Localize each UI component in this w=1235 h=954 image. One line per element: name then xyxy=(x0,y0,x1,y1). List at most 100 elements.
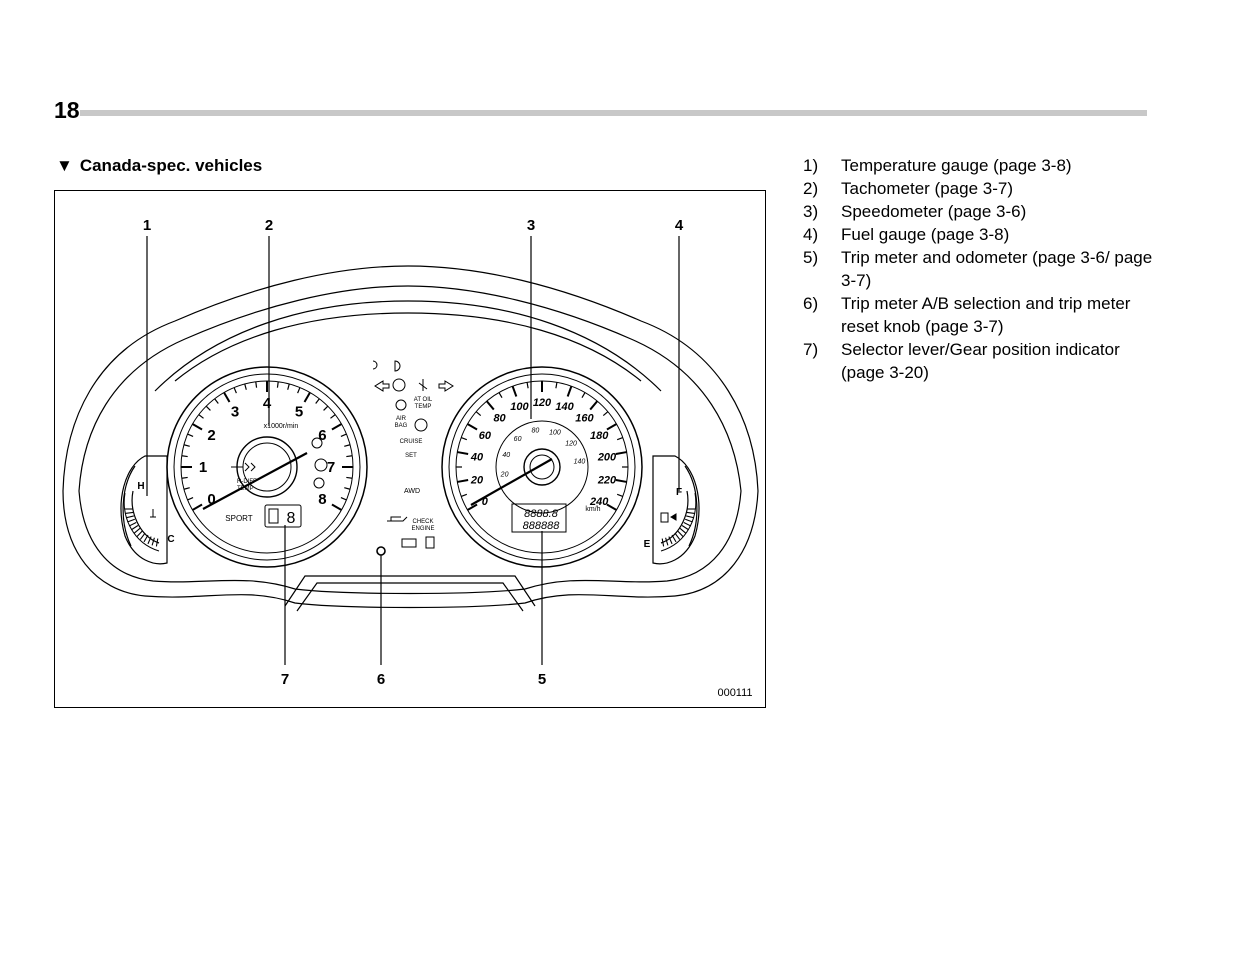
temperature-gauge xyxy=(123,490,160,552)
trip-reset-knob xyxy=(376,546,386,556)
speed-tick xyxy=(606,503,617,511)
tach-tick xyxy=(205,405,211,411)
speed-tick xyxy=(589,400,599,411)
tach-tick xyxy=(244,383,247,390)
tach-tick xyxy=(331,423,342,431)
speed-tick xyxy=(485,400,495,411)
tach-tick-label: 0 xyxy=(207,491,215,508)
speed-tick xyxy=(498,392,503,399)
fuel-gauge xyxy=(660,490,697,552)
tach-tick xyxy=(323,405,329,411)
tach-tick xyxy=(181,476,188,479)
speed-tick-label: 140 xyxy=(555,401,574,413)
speed-tick-label: 220 xyxy=(597,474,617,486)
list-item: 6)Trip meter A/B selection and trip mete… xyxy=(803,294,1131,336)
speed-inner-tick-label: 60 xyxy=(514,436,522,443)
tach-unit-label: x1000r/min xyxy=(264,423,299,430)
speed-unit-label: km/h xyxy=(585,506,600,513)
speed-inner-tick-label: 100 xyxy=(549,429,561,436)
awd-label: AWD xyxy=(404,488,420,495)
tach-tick-label: 3 xyxy=(231,404,239,421)
speed-tick xyxy=(581,392,586,399)
tach-tick-label: 2 xyxy=(207,427,215,444)
speed-inner-tick-label: 120 xyxy=(565,441,577,448)
callout-leaders xyxy=(146,236,680,665)
temp-tick xyxy=(130,525,139,531)
speed-tick xyxy=(475,411,482,417)
tach-tick xyxy=(187,497,194,501)
tach-tick xyxy=(330,414,336,419)
tach-tick xyxy=(214,398,219,404)
fuel-pump-icon xyxy=(660,512,669,523)
air-label: AIR xyxy=(396,416,407,422)
speed-tick xyxy=(615,451,627,455)
set-label: SET xyxy=(405,453,417,459)
temp-tick xyxy=(155,538,159,547)
tach-tick-label: 8 xyxy=(318,491,326,508)
low-fuel-icon xyxy=(425,536,435,549)
callout-list: 1)Temperature gauge (page 3-8) 2)Tachome… xyxy=(803,154,1163,384)
fuel-pod xyxy=(652,455,700,565)
tach-tick xyxy=(233,387,237,394)
fuel-tick xyxy=(677,530,684,538)
temp-tick xyxy=(133,527,141,534)
cluster-housing-inner xyxy=(78,285,742,595)
sport-label: SPORT xyxy=(225,514,253,523)
list-item: 7)Selector lever/Gear position indicator… xyxy=(803,340,1120,382)
lower-bezel xyxy=(284,575,536,607)
speed-tick xyxy=(457,479,469,483)
callout-label-4: 4 xyxy=(675,217,684,234)
tach-tick-label: 6 xyxy=(318,427,326,444)
fuel-tick xyxy=(686,511,695,514)
list-item: 5)Trip meter and odometer (page 3-6/ pag… xyxy=(803,248,1153,290)
speed-tick xyxy=(457,451,469,455)
tach-tick xyxy=(344,487,351,490)
fuel-empty-label: E xyxy=(644,539,651,550)
tach-tick xyxy=(344,444,351,447)
tach-needle xyxy=(202,452,308,510)
tach-warning-icons xyxy=(231,437,328,489)
turn-left-icon xyxy=(374,380,390,392)
gear-position-indicator xyxy=(264,504,302,528)
speed-tick xyxy=(616,437,624,441)
speed-tick xyxy=(606,423,617,431)
speed-tick xyxy=(526,382,529,389)
tach-tick-label: 5 xyxy=(295,404,303,421)
speed-inner-tick-label: 20 xyxy=(500,472,509,479)
speed-tick xyxy=(566,385,573,397)
turn-right-icon xyxy=(438,380,454,392)
callout-label-3: 3 xyxy=(527,217,535,234)
fog-light-icon xyxy=(372,360,378,370)
odometer-top-readout: 8888.8 xyxy=(524,508,559,520)
temp-tick xyxy=(125,511,134,514)
callout-label-1: 1 xyxy=(143,217,151,234)
coolant-temp-icon xyxy=(150,509,156,518)
tach-tick xyxy=(183,444,190,447)
speed-inner-tick-label: 40 xyxy=(502,452,510,459)
fuel-tick xyxy=(686,515,695,519)
tach-tick xyxy=(287,383,290,390)
airbag-warning-icon xyxy=(414,418,428,432)
figure-id: 000111 xyxy=(717,687,752,699)
speed-tick-label: 160 xyxy=(575,412,594,424)
fuel-tick xyxy=(683,521,692,527)
r-diff-temp-label: TEMP xyxy=(237,486,254,492)
list-item: 2)Tachometer (page 3-7) xyxy=(803,179,1013,198)
svg-text:8: 8 xyxy=(287,510,296,527)
temp-tick xyxy=(143,534,149,543)
speed-tick-label: 40 xyxy=(470,452,484,464)
fuel-tick xyxy=(665,537,669,546)
fuel-tick xyxy=(681,525,690,531)
tach-tick xyxy=(181,455,188,458)
speed-tick-label: 120 xyxy=(533,397,552,409)
temp-tick xyxy=(125,515,134,519)
tach-tick xyxy=(187,433,194,437)
odometer-bottom-readout: 888888 xyxy=(523,520,561,532)
battery-icon xyxy=(401,538,417,548)
list-item: 4)Fuel gauge (page 3-8) xyxy=(803,225,1010,244)
at-oil-label: AT OIL xyxy=(414,397,433,403)
triangle-marker-icon: ▼ xyxy=(56,156,73,175)
tach-tick xyxy=(198,414,204,419)
